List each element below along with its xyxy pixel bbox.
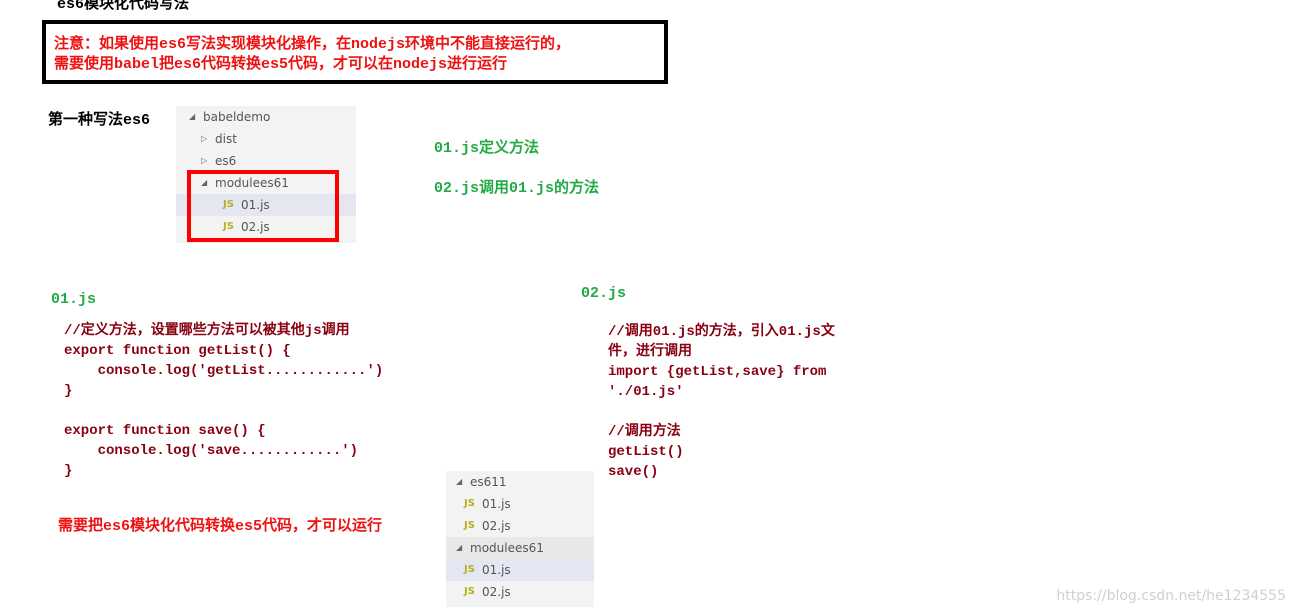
tree-item[interactable]: ◢ es611 (446, 471, 594, 493)
code-line: } (64, 383, 73, 399)
expanded-arrow-icon[interactable]: ◢ (189, 112, 196, 121)
code-line: console.log('save............') (64, 443, 359, 459)
expanded-arrow-icon[interactable]: ◢ (456, 543, 463, 552)
code-block-01: //定义方法，设置哪些方法可以被其他js调用 export function ge… (64, 321, 383, 481)
collapsed-arrow-icon[interactable]: ▷ (201, 156, 208, 165)
page-title: es6模块化代码写法 (57, 0, 190, 13)
code-line: console.log('getList............') (64, 363, 384, 379)
js-file-icon: JS (464, 586, 475, 597)
file1-label: 01.js (51, 291, 97, 308)
code-line: export function save() { (64, 423, 266, 439)
highlight-box (187, 170, 339, 242)
tree-item-label: babeldemo (203, 110, 271, 124)
code-line: 件，进行调用 (608, 344, 692, 360)
tree-item-label: 02.js (241, 220, 270, 234)
code-line: export function getList() { (64, 343, 291, 359)
js-file-icon: JS (223, 221, 234, 232)
code-line: //调用01.js的方法，引入01.js文 (608, 324, 835, 340)
tree-item[interactable]: JS 01.js (176, 194, 356, 216)
section-heading: 第一种写法es6 (48, 112, 151, 129)
js-file-icon: JS (464, 498, 475, 509)
code-line (64, 401, 383, 421)
code-line: './01.js' (608, 384, 684, 400)
desc-02: 02.js调用01.js的方法 (434, 180, 600, 197)
tree-item-label: es611 (470, 475, 507, 489)
tree-item[interactable]: JS 02.js (446, 515, 594, 537)
tree-item-label: es6 (215, 154, 237, 168)
tree-item[interactable]: ◢ modulees61 (446, 537, 594, 559)
tree-item[interactable]: JS 01.js (446, 559, 594, 581)
tree-item[interactable]: JS 02.js (446, 581, 594, 603)
tree-item-label: 02.js (482, 519, 511, 533)
tree-item[interactable]: JS 02.js (176, 216, 356, 238)
tree-item[interactable]: ◢ modulees61 (176, 172, 356, 194)
watermark: https://blog.csdn.net/he1234555 (1056, 588, 1286, 604)
js-file-icon: JS (223, 199, 234, 210)
expanded-arrow-icon[interactable]: ◢ (456, 477, 463, 486)
tree-item[interactable]: ▷ es6 (176, 150, 356, 172)
tree-item-label: dist (215, 132, 237, 146)
code-line: //定义方法，设置哪些方法可以被其他js调用 (64, 323, 350, 339)
code-line: //调用方法 (608, 424, 681, 440)
tree-item-label: 02.js (482, 585, 511, 599)
code-line (608, 402, 835, 422)
tree-item-label: 01.js (482, 497, 511, 511)
tree-item[interactable]: ◢ babeldemo (176, 106, 356, 128)
expanded-arrow-icon[interactable]: ◢ (201, 178, 208, 187)
code-line: getList() (608, 444, 684, 460)
desc-01: 01.js定义方法 (434, 140, 540, 157)
code-line: } (64, 463, 73, 479)
js-file-icon: JS (464, 564, 475, 575)
tree-item-label: modulees61 (215, 176, 289, 190)
tree-item-label: 01.js (482, 563, 511, 577)
collapsed-arrow-icon[interactable]: ▷ (201, 134, 208, 143)
note-line-2: 需要使用babel把es6代码转换es5代码，才可以在nodejs进行运行 (54, 56, 508, 73)
tree-item[interactable]: ▷ dist (176, 128, 356, 150)
note-line-1: 注意：如果使用es6写法实现模块化操作，在nodejs环境中不能直接运行的， (54, 36, 571, 53)
code-line: import {getList,save} from (608, 364, 827, 380)
conclusion-text: 需要把es6模块化代码转换es5代码，才可以运行 (58, 518, 383, 535)
code-line: save() (608, 464, 659, 480)
tree-item[interactable]: JS 01.js (446, 493, 594, 515)
tree-item-label: modulees61 (470, 541, 544, 555)
js-file-icon: JS (464, 520, 475, 531)
note-box: 注意：如果使用es6写法实现模块化操作，在nodejs环境中不能直接运行的， 需… (42, 20, 668, 84)
file2-label: 02.js (581, 285, 627, 302)
code-block-02: //调用01.js的方法，引入01.js文件，进行调用 import {getLi… (608, 322, 835, 482)
tree-item-label: 01.js (241, 198, 270, 212)
